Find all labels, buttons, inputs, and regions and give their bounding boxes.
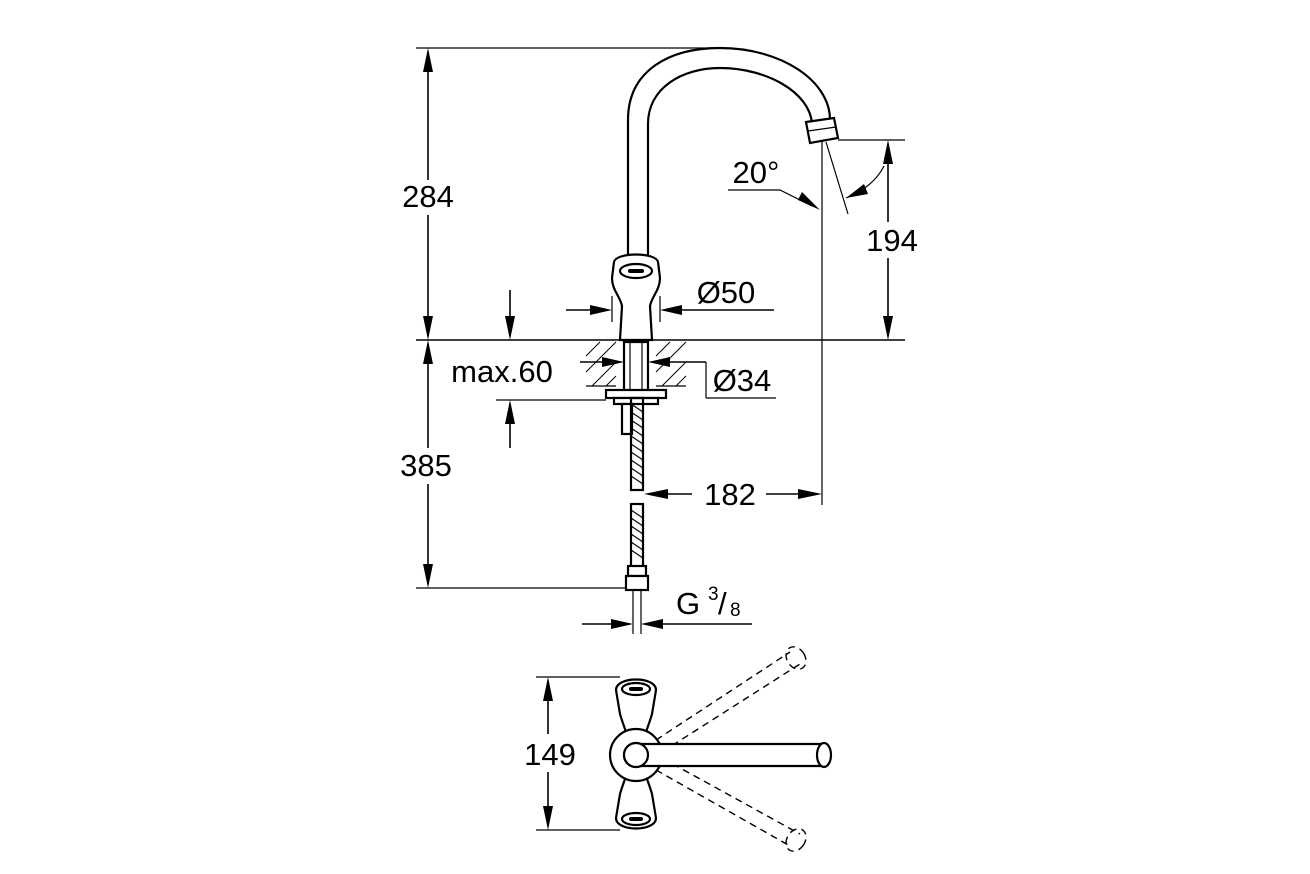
swivel-range-dashed [655, 646, 807, 852]
dim-149-label: 149 [524, 737, 576, 772]
dim-d34-label: Ø34 [713, 363, 772, 398]
dim-thread-label: G [676, 586, 700, 621]
supply-hose [624, 396, 650, 634]
dim-149: 149 [524, 676, 620, 831]
top-spout [634, 742, 831, 768]
dim-angle-label: 20° [733, 155, 780, 190]
dim-thread: G 3 / 8 [582, 584, 752, 629]
shank [622, 340, 650, 394]
dim-182: 182 [644, 477, 822, 512]
side-view: 284 385 194 20° [400, 46, 918, 634]
fixing-nut [604, 388, 668, 400]
dim-194-label: 194 [866, 223, 918, 258]
dim-d34: Ø34 [580, 357, 776, 399]
dim-angle: 20° [728, 140, 885, 505]
dim-thread-denominator: 8 [730, 600, 741, 621]
dim-385: 385 [400, 340, 626, 589]
dim-max60: max.60 [451, 290, 606, 448]
svg-text:/: / [718, 586, 727, 621]
dim-385-label: 385 [400, 448, 452, 483]
top-view: 149 [524, 646, 833, 852]
dim-max60-label: max.60 [451, 354, 553, 389]
dim-d50: Ø50 [566, 275, 774, 322]
dim-d50-label: Ø50 [697, 275, 756, 310]
dim-284-label: 284 [402, 179, 454, 214]
dim-284: 284 [402, 47, 720, 340]
deck-hatch [585, 341, 687, 387]
dim-thread-numerator: 3 [708, 584, 719, 605]
spout-inner [646, 66, 814, 265]
aerator [804, 116, 840, 145]
dim-182-label: 182 [704, 477, 756, 512]
spout-outer [626, 46, 832, 265]
dim-194: 194 [838, 139, 918, 340]
